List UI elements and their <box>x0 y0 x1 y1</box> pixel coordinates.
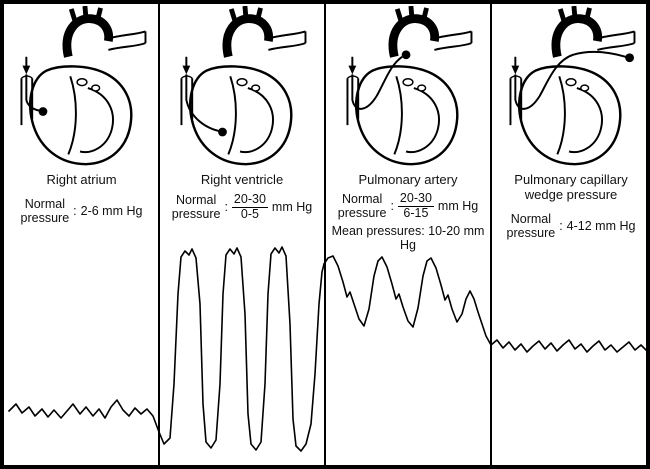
heart-illustration-right-ventricle <box>173 6 311 172</box>
panel-divider <box>158 4 160 465</box>
pressure-value: 4-12 mm Hg <box>566 219 636 234</box>
heart-illustration-pulmonary-artery <box>339 6 477 172</box>
catheter-tip-dot <box>625 53 634 63</box>
panel-divider <box>324 4 326 465</box>
pressure-info: Normal pressure : 20-30 0-5 mm Hg <box>171 192 313 222</box>
catheter-tip-dot <box>218 127 227 137</box>
catheter-tip-dot <box>38 107 47 116</box>
panel-title: Right atrium <box>46 172 117 187</box>
mean-pressure: Mean pressures: 10-20 mm Hg <box>331 223 485 252</box>
heart-illustration-right-atrium <box>13 6 151 172</box>
pressure-fraction: 20-30 6-15 <box>397 191 434 220</box>
pressure-label: Normal pressure <box>20 196 70 226</box>
pressure-unit: mm Hg <box>437 199 479 214</box>
panel-right-atrium: Right atrium Normal pressure : 2-6 mm Hg <box>4 4 159 465</box>
catheter-line <box>185 74 219 132</box>
pressure-label: Normal pressure <box>506 211 556 241</box>
catheter-line <box>351 55 403 110</box>
heart-illustration-wedge <box>502 6 640 172</box>
pressure-label: Normal pressure <box>337 191 387 221</box>
pressure-value: 2-6 mm Hg <box>80 204 143 219</box>
panel-right-ventricle: Right ventricle Normal pressure : 20-30 … <box>160 4 324 465</box>
catheter-line <box>24 74 39 112</box>
panel-title: Pulmonary capillary wedge pressure <box>514 172 628 202</box>
pressure-fraction: 20-30 0-5 <box>231 192 268 221</box>
panel-wedge-pressure: Pulmonary capillary wedge pressure Norma… <box>492 4 650 465</box>
panel-title: Right ventricle <box>200 172 284 187</box>
catheter-tip-dot <box>401 50 411 60</box>
pressure-info: Normal pressure : 4-12 mm Hg <box>506 211 636 241</box>
pressure-info: Normal pressure : 2-6 mm Hg <box>20 196 143 226</box>
pressure-unit: mm Hg <box>271 200 313 215</box>
pressure-label: Normal pressure <box>171 192 221 222</box>
panel-divider <box>490 4 492 465</box>
panel-pulmonary-artery: Pulmonary artery Normal pressure : 20-30… <box>326 4 490 465</box>
catheter-line <box>514 50 626 110</box>
panel-title: Pulmonary artery <box>358 172 458 187</box>
pressure-info: Normal pressure : 20-30 6-15 mm Hg <box>337 191 479 221</box>
